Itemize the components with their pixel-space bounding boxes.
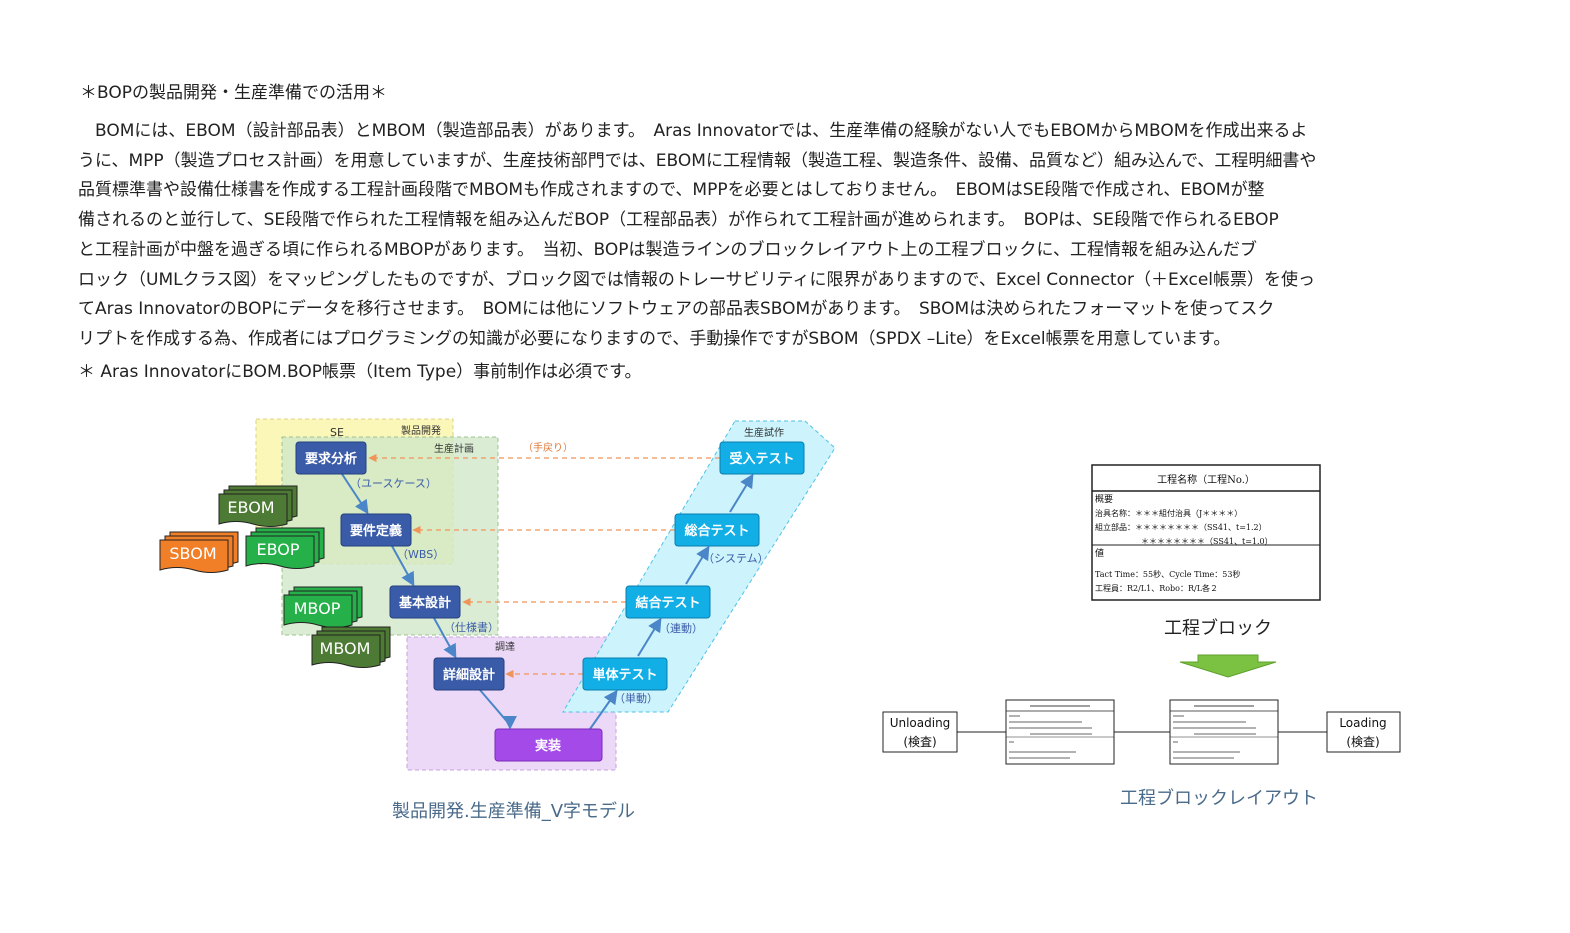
flow-arrow xyxy=(479,689,517,730)
paragraph-line: リプトを作成する為、作成者にはプログラミングの知識が必要になりますので、手動操作… xyxy=(78,328,1231,349)
mbop-stack: MBOP xyxy=(283,586,363,628)
svg-text:EBOM: EBOM xyxy=(227,498,274,517)
paragraph-line: てAras InnovatorのBOPにデータを移行させます。 BOMには他にソ… xyxy=(78,299,1275,320)
svg-text:(検査): (検査) xyxy=(903,735,936,749)
process-block-caption: 工程ブロック xyxy=(1164,618,1272,639)
region-label-product-dev: 製品開発 xyxy=(401,424,441,437)
paragraph-line: うに、MPP（製造プロセス計画）を用意していますが、生産技術部門では、EBOMに… xyxy=(78,150,1317,171)
flow-arrow xyxy=(391,545,415,587)
artifact-label-wbs: （WBS） xyxy=(397,548,444,561)
ebom-stack: EBOM xyxy=(218,485,298,527)
ebop-stack: EBOP xyxy=(245,527,325,569)
artifact-label-spec: （仕様書） xyxy=(444,620,499,634)
loading-station: Loading (検査) xyxy=(1326,711,1401,753)
process-block-title: 工程名称（工程No.） xyxy=(1157,473,1255,486)
artifact-label-unit: （単動） xyxy=(614,691,658,705)
step-system-test: 総合テスト xyxy=(674,513,760,547)
step-requirements-definition: 要件定義 xyxy=(340,513,412,547)
paragraph-line: 備されるのと並行して、SE段階で作られた工程情報を組み込んだBOP（工程部品表）… xyxy=(78,210,1279,231)
flow-arrow xyxy=(341,473,369,515)
block-layout-caption: 工程ブロックレイアウト xyxy=(1120,788,1318,809)
artifact-label-system: （システム） xyxy=(703,552,769,565)
paragraph-line: BOMには、EBOM（設計部品表）とMBOM（製造部品表）があります。 Aras… xyxy=(78,121,1308,141)
artifact-label-use-case: （ユースケース） xyxy=(350,477,437,490)
vmodel-caption: 製品開発.生産準備_V字モデル xyxy=(392,801,636,822)
process-block-parts: ＊＊＊＊＊＊＊＊（SS41、t=1.0） xyxy=(1141,537,1273,546)
svg-text:(検査): (検査) xyxy=(1346,735,1379,749)
svg-text:基本設計: 基本設計 xyxy=(398,595,451,611)
svg-text:受入テスト: 受入テスト xyxy=(729,451,794,467)
step-requirements-analysis: 要求分析 xyxy=(295,441,367,475)
svg-text:実装: 実装 xyxy=(535,738,561,754)
body-paragraph: BOMには、EBOM（設計部品表）とMBOM（製造部品表）があります。 Aras… xyxy=(78,117,1470,355)
region-label-trial-production: 生産試作 xyxy=(744,426,784,439)
process-block-parts: 組立部品：＊＊＊＊＊＊＊＊（SS41、t=1.2） xyxy=(1095,522,1267,532)
svg-text:要求分析: 要求分析 xyxy=(305,451,357,467)
step-detailed-design: 詳細設計 xyxy=(433,657,505,691)
flow-arrow xyxy=(637,617,662,657)
mbom-stack: MBOM xyxy=(311,626,391,668)
step-unit-test: 単体テスト xyxy=(582,657,668,691)
artifact-label-linked: （連動） xyxy=(659,621,703,635)
flow-arrow xyxy=(685,545,710,585)
step-integration-test: 結合テスト xyxy=(625,585,711,619)
svg-text:Unloading: Unloading xyxy=(890,716,951,730)
sbom-stack: SBOM xyxy=(159,531,239,573)
flow-arrow xyxy=(589,689,618,730)
process-block-value-label: 値 xyxy=(1095,547,1104,559)
process-block-jig: 治具名称：＊＊＊組付治具（J＊＊＊＊） xyxy=(1095,508,1242,518)
unloading-station: Unloading (検査) xyxy=(882,711,958,753)
step-acceptance-test: 受入テスト xyxy=(719,441,805,475)
rework-label: （手戻り） xyxy=(523,441,573,454)
flow-arrow xyxy=(729,473,754,513)
process-block-worker: 工程員：R2/L1、Robo：R/L各２ xyxy=(1095,583,1218,593)
step-implementation: 実装 xyxy=(494,728,603,762)
note-text: ＊ Aras InnovatorにBOM.BOP帳票（Item Type）事前制… xyxy=(78,362,642,382)
block-layout-diagram: Unloading (検査) Loading (検査) xyxy=(882,699,1401,765)
svg-text:MBOM: MBOM xyxy=(320,639,371,658)
svg-text:Loading: Loading xyxy=(1339,716,1386,730)
process-block-tact: Tact Time：55秒、Cycle Time：53秒 xyxy=(1095,569,1240,579)
step-basic-design: 基本設計 xyxy=(389,585,461,619)
mini-process-block xyxy=(1169,699,1279,765)
svg-text:単体テスト: 単体テスト xyxy=(592,667,657,683)
svg-text:EBOP: EBOP xyxy=(256,540,299,559)
region-label-se: SE xyxy=(330,426,344,439)
paragraph-line: と工程計画が中盤を過ぎる頃に作られるMBOPがあります。 当初、BOPは製造ライ… xyxy=(78,239,1257,260)
process-block-overview-label: 概要 xyxy=(1095,493,1113,505)
paragraph-line: ロック（UMLクラス図）をマッピングしたものですが、ブロック図では情報のトレーサ… xyxy=(78,269,1316,290)
svg-text:MBOP: MBOP xyxy=(294,599,341,618)
mini-process-block xyxy=(1005,699,1115,765)
svg-text:総合テスト: 総合テスト xyxy=(684,523,749,539)
svg-text:SBOM: SBOM xyxy=(169,544,216,563)
vmodel-diagram: SE 製品開発 生産計画 調達 生産試作 （手戻り） （ユースケース） （WBS… xyxy=(159,418,836,771)
svg-text:詳細設計: 詳細設計 xyxy=(443,667,495,683)
flow-arrow xyxy=(433,617,457,659)
svg-text:結合テスト: 結合テスト xyxy=(635,595,700,611)
paragraph-line: 品質標準書や設備仕様書を作成する工程計画段階でMBOMも作成されますので、MPP… xyxy=(78,180,1265,201)
section-heading: ＊BOPの製品開発・生産準備での活用＊ xyxy=(80,83,387,103)
svg-text:要件定義: 要件定義 xyxy=(350,523,402,539)
region-label-procurement: 調達 xyxy=(495,640,515,653)
region-label-production-planning: 生産計画 xyxy=(434,442,474,455)
down-arrow-icon xyxy=(1179,654,1277,678)
process-block: 工程名称（工程No.） 概要 治具名称：＊＊＊組付治具（J＊＊＊＊） 組立部品：… xyxy=(1091,464,1321,601)
